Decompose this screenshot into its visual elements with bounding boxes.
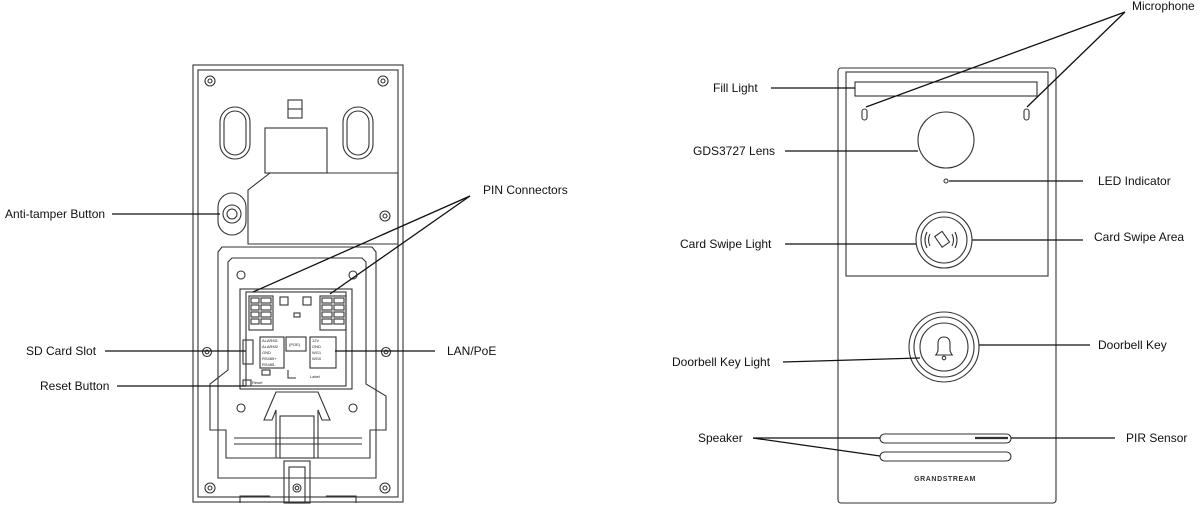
led-indicator: [943, 178, 949, 184]
mount-slot-left: [219, 106, 251, 160]
label-doorbell-key-light: Doorbell Key Light: [672, 355, 771, 369]
front-housing: [837, 67, 1057, 504]
pcb-wg0: WG0: [312, 356, 322, 361]
terminal-block-left: [248, 295, 274, 331]
label-reset-button: Reset Button: [40, 379, 109, 393]
bell-icon: [935, 336, 953, 361]
anti-tamper-button: [217, 192, 247, 236]
screw-icon: [379, 482, 391, 494]
label-area: [247, 172, 399, 245]
label-microphone: Microphone: [1132, 0, 1195, 13]
back-housing-inner: [197, 69, 399, 498]
label-lens: GDS3727 Lens: [693, 144, 775, 158]
label-doorbell-key: Doorbell Key: [1098, 338, 1167, 352]
mount-slot-right: [342, 106, 374, 160]
terminal-block-right: [319, 295, 347, 331]
leader-lines: [105, 11, 1126, 457]
doorbell-key: [908, 311, 980, 383]
label-fill-light: Fill Light: [713, 81, 758, 95]
label-card-swipe-light: Card Swipe Light: [680, 237, 772, 251]
cover-outline: [209, 257, 387, 459]
pcb-label: Label: [310, 374, 320, 379]
pcb-12v: 12V: [312, 338, 319, 343]
pcb-board: [239, 288, 353, 390]
screw-icon: [379, 210, 391, 222]
label-speaker: Speaker: [698, 431, 743, 445]
fill-light: [854, 81, 1038, 97]
pcb-gnd2: GND: [312, 344, 321, 349]
pcb-alarm1: ALARM1: [262, 338, 279, 343]
screw-icon: [204, 482, 216, 494]
pcb-rs485-plus: RS485+: [262, 356, 277, 361]
pcb-wg1: WG1: [312, 350, 322, 355]
label-pir-sensor: PIR Sensor: [1126, 431, 1187, 445]
nfc-icon: [924, 230, 958, 249]
label-sd-card-slot: SD Card Slot: [26, 344, 97, 358]
microphone-left: [861, 108, 868, 121]
pcb-reset: Reset: [252, 380, 263, 385]
pcb-alarm2: ALARM2: [262, 344, 279, 349]
pcb-rs485-minus: RS485-: [262, 362, 276, 367]
callout-labels: Anti-tamper Button PIN Connectors SD Car…: [5, 0, 1195, 445]
front-view: GRANDSTREAM: [837, 67, 1057, 504]
reset-button: [242, 379, 252, 387]
screw-icon: [204, 75, 216, 87]
label-pin-connectors: PIN Connectors: [483, 183, 568, 197]
back-plate: [264, 127, 328, 174]
screw-icon: [380, 346, 392, 358]
microphone-right: [1023, 108, 1030, 121]
screw-icon: [201, 346, 213, 358]
back-view: ALARM1 ALARM2 GND RS485+ RS485- (POE) 12…: [192, 64, 404, 504]
lower-compartment: [217, 246, 377, 479]
back-housing: [192, 64, 404, 503]
pcb-poe: (POE): [289, 342, 301, 347]
front-top-panel: [845, 71, 1049, 277]
cable-channel: [263, 391, 331, 459]
label-lan-poe: LAN/PoE: [447, 344, 496, 358]
camera-lens: [917, 111, 975, 169]
label-anti-tamper: Anti-tamper Button: [5, 207, 105, 221]
label-card-swipe-area: Card Swipe Area: [1094, 230, 1184, 244]
card-swipe-area: [915, 211, 973, 269]
speaker-grille: [879, 451, 1012, 462]
brand-logo: GRANDSTREAM: [914, 476, 976, 483]
sd-card-slot: [242, 339, 254, 365]
screw-icon: [377, 75, 389, 87]
label-led-indicator: LED Indicator: [1098, 174, 1171, 188]
pcb-gnd: GND: [262, 350, 271, 355]
